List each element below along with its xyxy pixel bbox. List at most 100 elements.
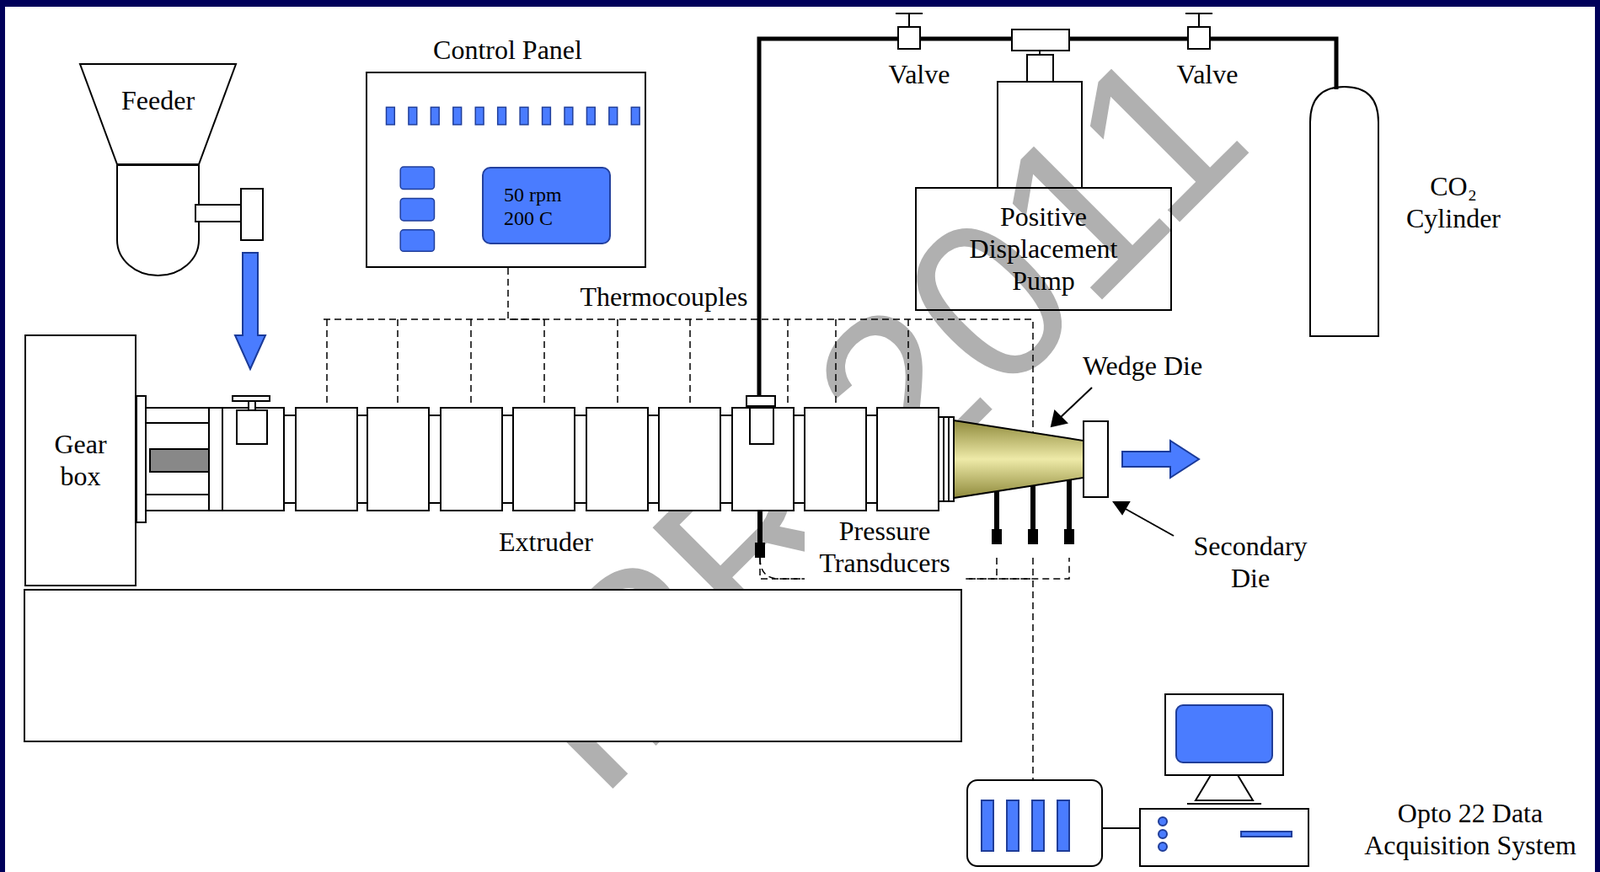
acquisition-hardware	[1158, 829, 1167, 839]
panel-indicator	[400, 197, 434, 221]
extruder-barrel	[232, 395, 270, 402]
panel-indicator	[430, 107, 439, 125]
node-text: Positive Displacement Pump	[948, 201, 1139, 297]
signal-wire	[759, 557, 1033, 781]
pressure-transducer	[994, 491, 1000, 532]
barrel-segment	[732, 407, 794, 511]
thermocouple-wire	[834, 319, 837, 408]
data-acquisition-system: Opto 22 Data Acquisition System	[966, 693, 1310, 868]
pressure-transducer	[754, 542, 766, 558]
connector	[759, 557, 1033, 781]
feeder-outline	[80, 64, 236, 165]
acquisition-hardware	[981, 800, 994, 851]
feeder-body	[117, 165, 199, 276]
wedge-die	[953, 420, 1084, 498]
part-label: Pressure Transducers	[804, 515, 965, 580]
panel-indicator	[385, 107, 640, 252]
feeder-body	[117, 165, 263, 276]
panel-indicator	[475, 107, 484, 125]
connector	[235, 252, 266, 370]
thermocouple-wires	[323, 319, 1033, 434]
extruder-barrel	[222, 395, 954, 511]
transducer-wires	[995, 557, 998, 579]
pump-pipe	[915, 37, 1012, 42]
base-table	[24, 589, 962, 742]
acquisition-hardware	[1176, 705, 1273, 763]
part-label: Secondary Die	[1177, 530, 1323, 595]
co2-cylinder: CO₂ Cylinder	[1309, 84, 1380, 338]
injection-port	[746, 395, 776, 407]
thermocouple-wire	[396, 319, 399, 408]
text-frame: 50 rpm 200 C	[503, 176, 597, 238]
panel-indicator	[408, 107, 418, 125]
panel-indicator	[519, 107, 529, 125]
barrel-segment	[586, 407, 648, 511]
pump-pipe	[915, 37, 1172, 42]
acquisition-hardware	[1032, 800, 1044, 851]
positive-displacement-pump: Positive Displacement Pump	[915, 28, 1172, 311]
feed-arrow	[235, 252, 266, 370]
injection-port	[749, 407, 774, 445]
barrel-segment	[804, 407, 867, 511]
coupling	[145, 494, 209, 511]
extruder-barrel	[943, 417, 949, 502]
panel-indicator	[542, 107, 552, 125]
pressure-transducer	[1064, 529, 1075, 545]
extrudate-arrow	[1122, 440, 1199, 478]
acquisition-hardware	[1241, 831, 1292, 837]
coupling	[149, 449, 209, 472]
extruder-barrel	[938, 417, 944, 502]
extrudate-arrow	[1122, 440, 1199, 478]
valve-symbol	[1185, 12, 1213, 15]
cylinder-outline	[1310, 86, 1379, 337]
text-frame: Feeder	[104, 71, 212, 131]
leader-line	[1123, 508, 1174, 536]
valve-symbol	[1187, 26, 1210, 49]
text-frame: Opto 22 Data Acquisition System	[1348, 796, 1593, 864]
node-text: Opto 22 Data Acquisition System	[1348, 797, 1593, 862]
acquisition-hardware	[1187, 802, 1262, 805]
thermocouple-wire	[689, 319, 691, 408]
leader-line	[1059, 387, 1092, 418]
thermocouple-wires	[323, 319, 1033, 434]
feeder-body	[240, 188, 263, 241]
thermocouple-wire	[326, 319, 328, 408]
acquisition-hardware	[1158, 842, 1167, 851]
panel-indicator	[609, 107, 618, 125]
leader-line	[1051, 411, 1067, 427]
coupling	[136, 395, 223, 523]
display-screen: 50 rpm 200 C	[481, 166, 611, 245]
connector	[508, 267, 545, 408]
pressure-transducer	[1066, 480, 1072, 532]
secondary-die	[1083, 421, 1108, 498]
extruder-barrel	[248, 401, 256, 411]
part-label: Valve	[1161, 58, 1254, 91]
node-text: Control Panel	[433, 34, 583, 67]
coupling	[208, 407, 223, 511]
valve-symbol	[898, 26, 921, 49]
extruder-barrel	[283, 415, 939, 504]
barrel-segment	[877, 407, 939, 511]
feeder-body	[195, 204, 241, 222]
connector	[759, 38, 916, 408]
acquisition-hardware	[1006, 800, 1019, 851]
acquisition-hardware	[1102, 827, 1140, 830]
control-panel: Control Panel50 rpm 200 C	[365, 71, 647, 268]
acquisition-hardware	[1139, 808, 1309, 867]
panel-indicator	[400, 230, 434, 252]
node-text: CO₂ Cylinder	[1390, 171, 1517, 236]
text-frame: Control Panel	[350, 32, 665, 69]
text-frame: Extruder	[474, 525, 618, 560]
text-frame: Positive Displacement Pump	[948, 193, 1139, 306]
part-label: Valve	[872, 58, 966, 91]
acquisition-hardware	[967, 694, 1309, 867]
node-text: Feeder	[121, 85, 195, 118]
coupling	[136, 395, 146, 523]
panel-indicator	[497, 107, 507, 125]
barrel-segment	[658, 407, 721, 511]
acquisition-hardware	[1057, 800, 1070, 851]
acquisition-hardware	[967, 780, 1103, 867]
barrel-segment	[513, 407, 575, 511]
